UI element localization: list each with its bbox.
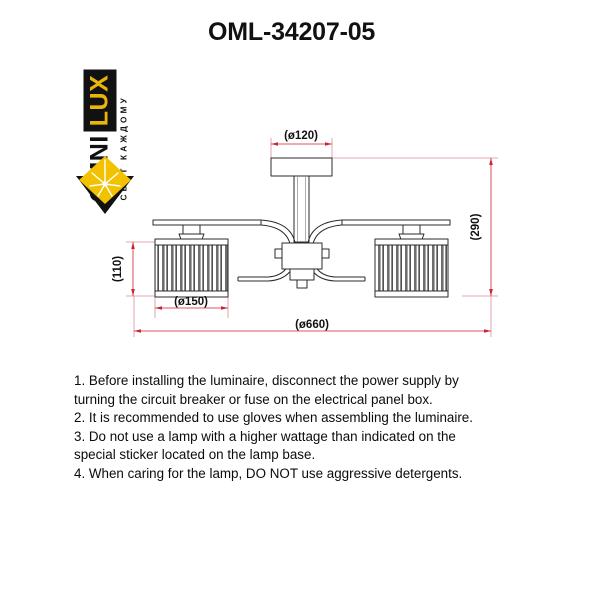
document-header: OMNI LUX СВЕТ КАЖДОМУ OML-34207-05 xyxy=(0,0,600,215)
shade-left-neck xyxy=(182,224,201,235)
shade-left-top-ring xyxy=(154,238,229,246)
hub-side-left xyxy=(274,248,283,259)
dim-label-overall-height: (290) xyxy=(470,213,482,240)
page-title: OML-34207-05 xyxy=(208,18,376,46)
diamond-starburst-chevron-icon xyxy=(76,156,134,214)
shade-right-holder xyxy=(398,233,425,243)
center-hub xyxy=(281,242,323,270)
dim-label-overall-width: (ø660) xyxy=(295,319,329,331)
instruction-item-1-line-1: 1. Before installing the luminaire, disc… xyxy=(74,373,459,388)
instructions-list: 1. Before installing the luminaire, disc… xyxy=(74,372,526,484)
shade-right-neck xyxy=(402,224,421,235)
shade-left xyxy=(154,224,229,298)
instruction-item-3-line-2: special sticker located on the lamp base… xyxy=(74,447,316,463)
logo-lux-text: LUX xyxy=(83,69,116,132)
dim-label-shade-diameter: (ø150) xyxy=(174,296,208,308)
shade-right-top-ring xyxy=(374,238,449,246)
center-hub-nub xyxy=(296,279,308,289)
center-hub-collar xyxy=(289,268,315,281)
shade-right xyxy=(374,224,449,298)
shade-right-bottom-ring xyxy=(374,290,449,298)
arm-left-bar xyxy=(152,219,262,226)
arm-right xyxy=(306,219,366,282)
instruction-item-1-line-2: turning the circuit breaker or fuse on t… xyxy=(74,391,433,407)
shade-left-holder xyxy=(178,233,205,243)
hub-side-right xyxy=(321,248,330,259)
shade-right-body xyxy=(374,244,449,292)
dim-label-shade-height: (110) xyxy=(112,256,124,282)
instruction-item-2: 2. It is recommended to use gloves when … xyxy=(74,410,473,426)
arm-left xyxy=(237,219,297,282)
brand-logo: OMNI LUX СВЕТ КАЖДОМУ xyxy=(62,8,150,214)
shade-left-bottom-ring xyxy=(154,290,229,298)
arm-right-bar xyxy=(341,219,451,226)
shade-left-body xyxy=(154,244,229,292)
instruction-item-4: 4. When caring for the lamp, DO NOT use … xyxy=(74,465,463,481)
instruction-item-3-line-1: 3. Do not use a lamp with a higher watta… xyxy=(74,428,456,444)
